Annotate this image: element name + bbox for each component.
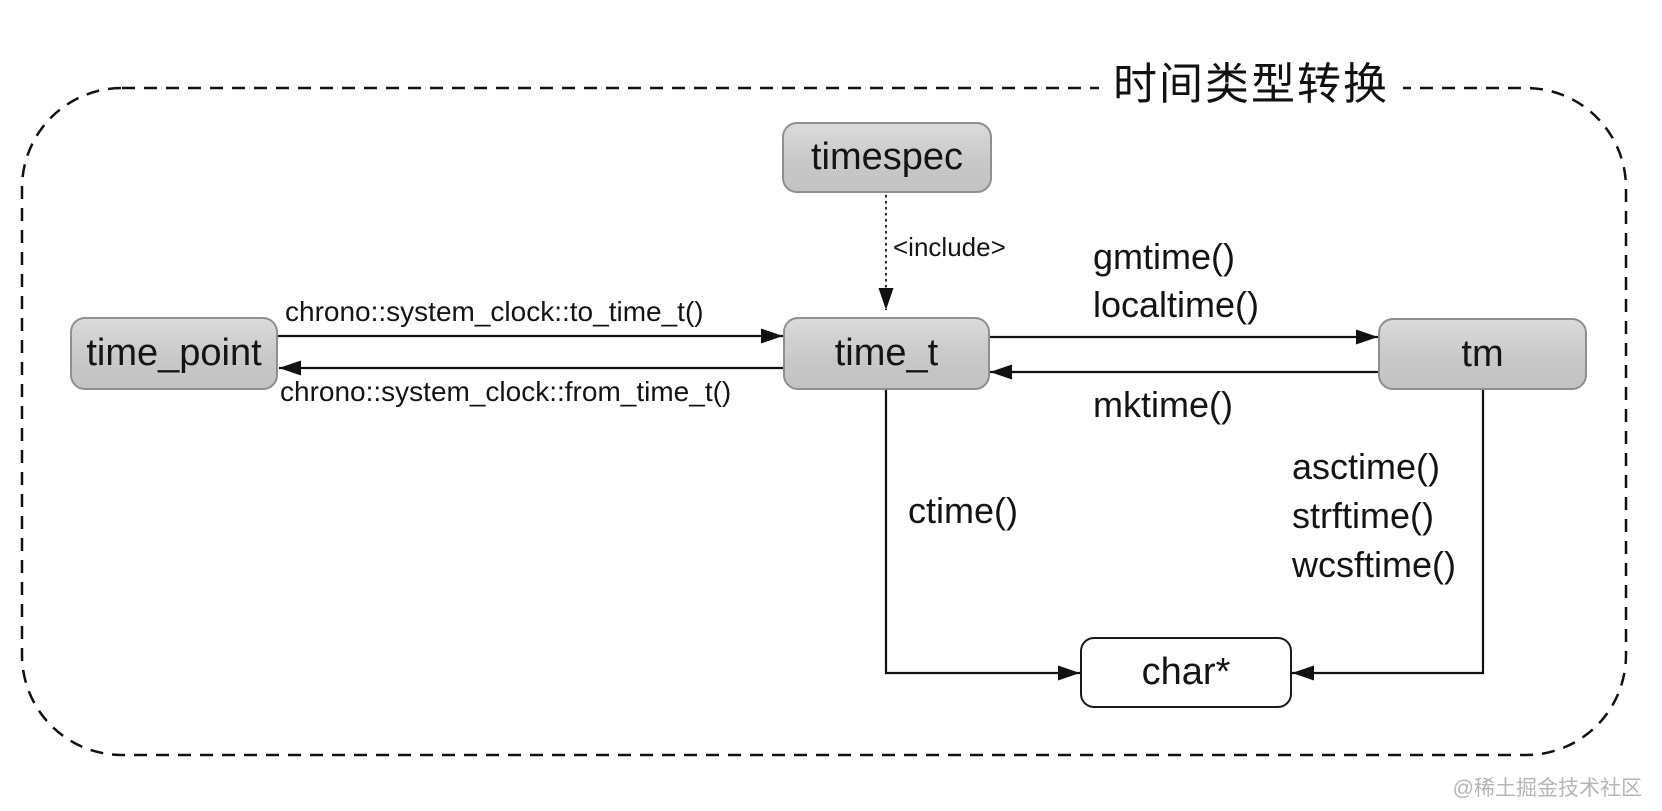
edge-tm-to-char — [1292, 388, 1485, 681]
node-time-point: time_point — [70, 317, 278, 390]
watermark: @稀土掘金技术社区 — [1452, 777, 1642, 800]
edge-label-to-time-t: chrono::system_clock::to_time_t() — [285, 296, 704, 327]
edge-label-wcsftime: wcsftime() — [1292, 544, 1456, 585]
node-timespec: timespec — [782, 122, 992, 193]
edge-label-asctime: asctime() — [1292, 446, 1441, 487]
dashed-border — [20, 86, 1628, 757]
node-tm: tm — [1378, 318, 1587, 390]
node-time-t-label: time_t — [834, 332, 939, 374]
node-time-point-label: time_point — [86, 332, 262, 374]
edge-label-gmtime: gmtime() — [1093, 236, 1235, 277]
node-char-ptr-label: char* — [1141, 651, 1231, 693]
edge-label-strftime: strftime() — [1292, 495, 1434, 536]
edge-label-ctime: ctime() — [908, 490, 1018, 531]
edge-label-mktime: mktime() — [1093, 384, 1233, 425]
edge-label-localtime: localtime() — [1093, 284, 1260, 325]
node-tm-label: tm — [1461, 332, 1504, 375]
edge-label-include: <include> — [893, 232, 1006, 262]
edge-ctime — [884, 390, 1080, 681]
diagram-title: 时间类型转换 — [1099, 48, 1403, 112]
edge-label-from-time-t: chrono::system_clock::from_time_t() — [280, 376, 732, 407]
node-timespec-label: timespec — [810, 136, 964, 178]
node-char-ptr: char* — [1080, 637, 1292, 708]
node-time-t: time_t — [783, 317, 990, 390]
